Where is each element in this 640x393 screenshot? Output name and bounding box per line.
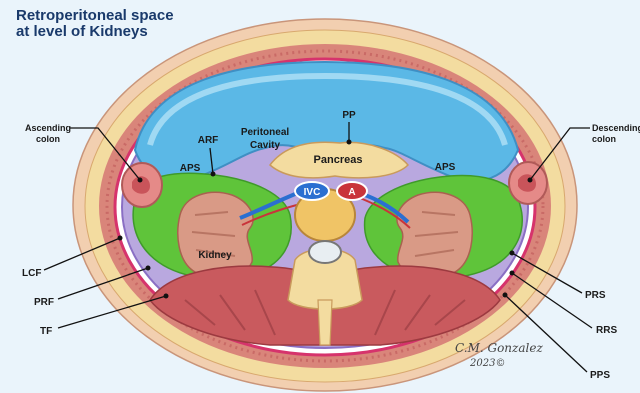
label-pps: PPS (590, 370, 610, 381)
leader-dot-lcf (118, 236, 123, 241)
label-kidney: Kidney (198, 250, 232, 261)
label-aorta: A (348, 187, 355, 198)
label-peritoneal-cavity-line2: Cavity (250, 140, 280, 151)
label-ascending-colon-line2: colon (36, 134, 60, 144)
label-aps-left: APS (180, 163, 201, 174)
label-lcf: LCF (22, 268, 41, 279)
artist-signature-year: 2023© (469, 358, 505, 369)
leader-dot-pp (347, 140, 352, 145)
label-tf: TF (40, 326, 52, 337)
label-ivc: IVC (304, 187, 321, 198)
leader-dot-rrs (510, 271, 515, 276)
artist-signature: C.M. Gonzalez (455, 341, 543, 355)
leader-dot-prf (146, 266, 151, 271)
leader-dot-descending-colon (528, 178, 533, 183)
label-pp: PP (342, 110, 356, 121)
label-descending-colon-line1: Descending (592, 123, 640, 133)
spinous-process (318, 300, 332, 345)
label-ascending-colon-line1: Ascending (25, 123, 71, 133)
label-arf: ARF (198, 135, 219, 146)
spinal-canal (309, 241, 341, 263)
label-prs: PRS (585, 290, 606, 301)
leader-dot-prs (510, 251, 515, 256)
leader-pps (505, 295, 587, 372)
leader-dot-pps (503, 293, 508, 298)
label-aps-right: APS (435, 162, 456, 173)
label-prf: PRF (34, 297, 54, 308)
label-rrs: RRS (596, 325, 617, 336)
leader-dot-tf (164, 294, 169, 299)
label-descending-colon-line2: colon (592, 134, 616, 144)
leader-dot-arf (211, 172, 216, 177)
label-pancreas: Pancreas (314, 154, 363, 166)
leader-dot-ascending-colon (138, 178, 143, 183)
label-peritoneal-cavity-line1: Peritoneal (241, 127, 290, 138)
